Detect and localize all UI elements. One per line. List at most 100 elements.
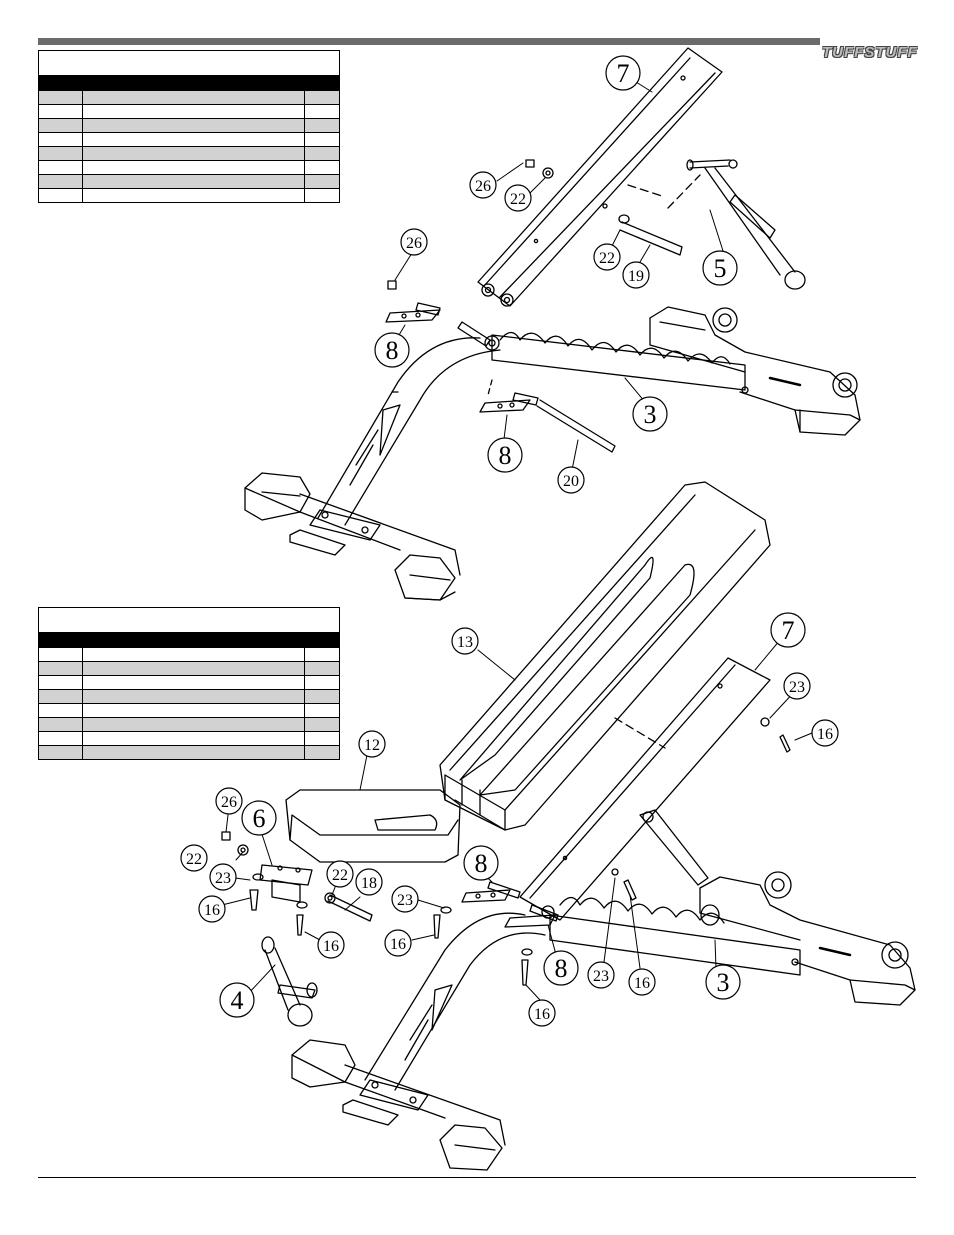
diagram-stroke [444,774,506,831]
diagram-stroke [628,968,656,996]
diagram-stroke [240,847,246,853]
diagram-stroke [219,982,255,1018]
diagram-stroke [394,932,546,1091]
diagram-stroke [391,885,419,913]
table-header-row [39,633,339,647]
callout-label: 16 [390,936,406,953]
callout-label: 23 [789,679,805,696]
diagram-stroke [355,868,383,896]
diagram-stroke [252,873,264,881]
diagram-stroke [209,863,237,891]
diagram-stroke [277,984,316,999]
diagram-stroke [718,313,732,327]
diagram-stroke [504,529,756,811]
bottom-bench-frame [221,481,916,1171]
diagram-stroke [659,321,706,331]
callout-label: 16 [323,938,339,955]
diagram-stroke [344,349,501,526]
diagram-stroke [559,896,725,924]
diagram-stroke [529,664,736,899]
diagram-stroke [409,1096,417,1104]
diagram-stroke [728,159,738,169]
diagram-stroke [317,931,345,959]
diagram-stroke [717,683,723,689]
parts-table-top [38,50,340,203]
diagram-stroke [496,162,524,182]
diagram-stroke [295,867,301,873]
diagram-stroke [512,392,539,406]
callout-label: 18 [361,875,377,892]
diagram-stroke [359,1079,429,1111]
diagram-stroke [702,250,738,286]
diagram-stroke [326,860,354,888]
diagram-stroke [838,378,852,392]
diagram-stroke [521,959,529,986]
diagram-stroke [247,964,276,995]
diagram-stroke [499,72,716,298]
diagram-stroke [261,491,301,497]
diagram-stroke [400,228,428,256]
diagram-stroke [557,466,585,494]
diagram-stroke [629,894,641,969]
diagram-stroke [401,313,407,319]
table-row [39,731,339,745]
callout-label: 16 [534,1006,550,1023]
table-row [39,675,339,689]
diagram-stroke [451,627,479,655]
diagram-stroke [509,402,515,408]
diagram-stroke [680,75,686,81]
callout-7-top [605,55,641,91]
callout-label: 7 [782,616,795,645]
diagram-stroke [549,914,801,976]
diagram-stroke [433,914,441,939]
diagram-stroke [770,612,806,648]
diagram-stroke [533,238,539,244]
diagram-stroke [504,184,532,212]
diagram-stroke [562,855,568,861]
table-row [39,132,339,146]
diagram-stroke [603,877,616,963]
diagram-stroke [504,914,556,928]
diagram-stroke [525,984,541,1001]
diagram-stroke [602,203,608,209]
table-title-cell [39,608,339,633]
diagram-stroke [374,332,410,368]
diagram-stroke [344,896,361,911]
diagram-stroke [241,800,277,836]
diagram-stroke [705,964,741,1000]
diagram-stroke [342,1099,399,1126]
diagram-stroke [528,999,556,1027]
table-row [39,90,339,104]
diagram-stroke [317,337,481,519]
diagram-stroke [469,171,497,199]
diagram-stroke [221,831,231,841]
diagram-stroke [324,892,336,904]
diagram-stroke [536,399,616,453]
diagram-stroke [888,948,902,962]
callout-label: 23 [215,870,231,887]
callout-label: 20 [563,473,579,490]
diagram-stroke [791,958,799,966]
diagram-stroke [525,159,535,168]
diagram-stroke [764,871,792,899]
table-title-cell [39,51,339,76]
diagram-stroke [277,865,283,871]
callout-label: 16 [817,726,833,743]
diagram-stroke [529,904,559,922]
diagram-stroke [411,934,435,941]
diagram-stroke [385,309,441,323]
table-row [39,745,339,759]
diagram-stroke [264,947,301,1011]
diagram-stroke [818,946,852,957]
diagram-stroke [289,529,346,556]
diagram-stroke [649,306,861,436]
diagram-stroke [503,296,511,304]
diagram-stroke [387,280,397,290]
diagram-stroke [571,439,579,471]
callout-label: 6 [253,804,266,833]
diagram-stroke [605,55,641,91]
diagram-stroke [459,556,654,781]
callout-label: 3 [644,400,657,429]
diagram-stroke [521,948,533,956]
callout-label: 22 [510,191,526,208]
